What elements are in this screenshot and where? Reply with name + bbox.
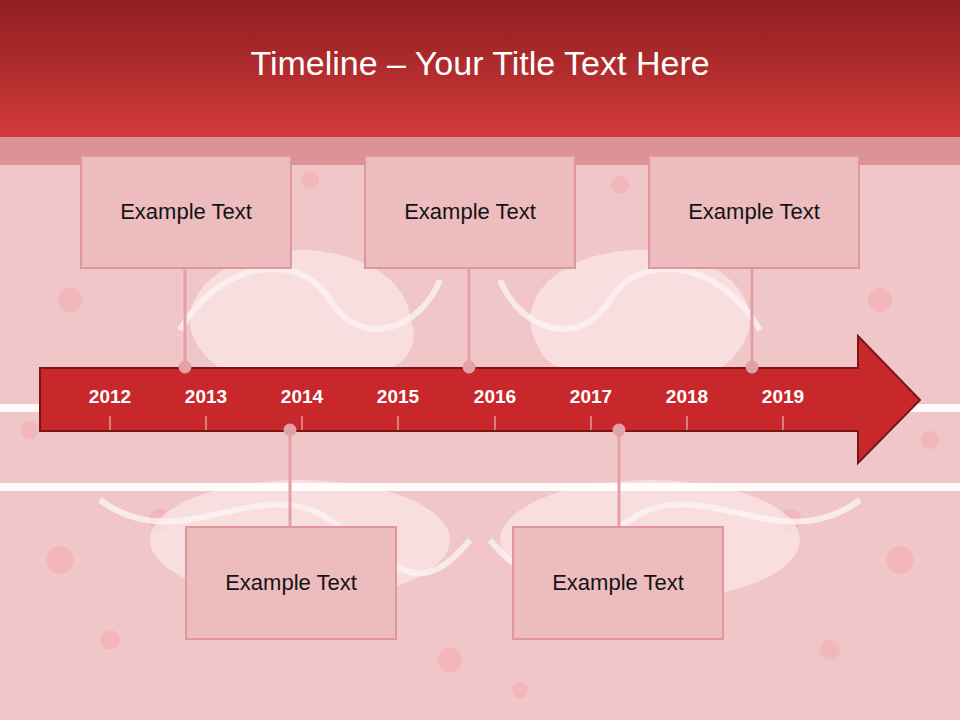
box-text: Example Text bbox=[217, 570, 365, 596]
text-box: Example Text bbox=[512, 526, 724, 640]
year-label: 2018 bbox=[666, 386, 708, 408]
box-text: Example Text bbox=[112, 199, 260, 225]
year-label: 2015 bbox=[377, 386, 419, 408]
box-text: Example Text bbox=[680, 199, 828, 225]
box-text: Example Text bbox=[396, 199, 544, 225]
year-label: 2016 bbox=[474, 386, 516, 408]
slide-title: Timeline – Your Title Text Here bbox=[0, 44, 960, 83]
year-label: 2014 bbox=[281, 386, 323, 408]
year-label: 2017 bbox=[570, 386, 612, 408]
year-label: 2012 bbox=[89, 386, 131, 408]
text-box: Example Text bbox=[364, 155, 576, 269]
text-box: Example Text bbox=[80, 155, 292, 269]
text-box: Example Text bbox=[648, 155, 860, 269]
box-text: Example Text bbox=[544, 570, 692, 596]
year-label: 2013 bbox=[185, 386, 227, 408]
year-label: 2019 bbox=[762, 386, 804, 408]
text-box: Example Text bbox=[185, 526, 397, 640]
